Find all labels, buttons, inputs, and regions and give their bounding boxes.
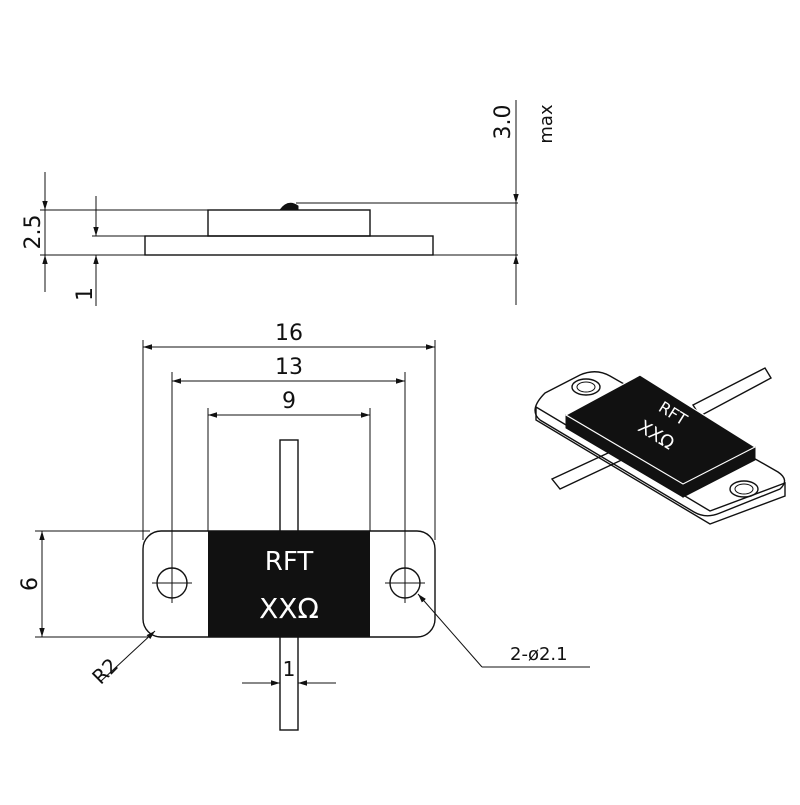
dim-total-height: 2.5 [21,215,46,250]
top-marking-line2: XXΩ [259,592,319,625]
side-lead [279,202,299,211]
leader-line [417,593,483,668]
top-resistor-body [208,531,370,637]
dim-tab-height: 3.0 [491,105,516,140]
iso-lead-back [691,367,772,417]
side-view: 2.5 1 3.0 max [21,100,557,306]
dim-tab-height-suffix: max [536,104,557,144]
dim-overall-width: 16 [275,321,303,346]
iso-body-top [564,374,757,485]
top-view: RFT XXΩ 16 13 9 6 1 R [18,321,590,731]
dim-hole-spacing: 13 [275,355,303,380]
top-lead-upper [279,439,299,533]
dim-corner-radius: R2 [87,653,123,689]
side-base-plate [144,235,434,256]
side-body-block [207,209,371,237]
iso-hole-back [571,378,601,396]
top-lead-lower [279,635,299,731]
iso-flange-side [535,405,786,525]
dim-holes: 2-ø2.1 [510,644,568,665]
dim-lead-width: 1 [283,657,296,681]
iso-hole-front-inner [734,483,754,495]
iso-hole-front [729,480,759,498]
iso-hole-back-inner [576,381,596,393]
top-marking-line1: RFT [265,547,314,577]
dim-base-thickness: 1 [73,287,98,301]
iso-flange-top [534,371,786,517]
dim-body-width: 9 [282,389,296,414]
leader-line [99,630,156,683]
iso-view: RFT XXΩ [534,367,786,525]
dim-height: 6 [18,577,43,591]
